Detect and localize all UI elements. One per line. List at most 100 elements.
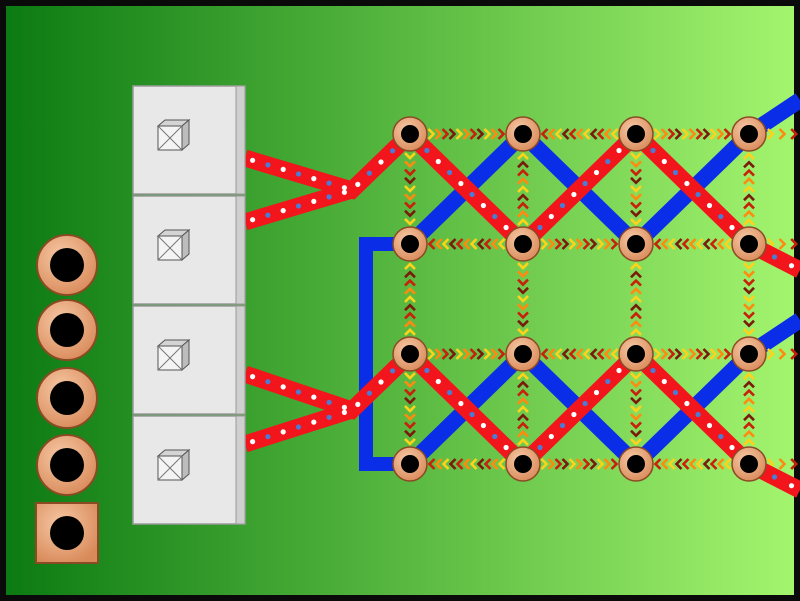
chevron-mark (517, 278, 529, 287)
chevron-mark (483, 458, 492, 470)
grid-pad (731, 336, 767, 372)
chevron-mark (743, 185, 755, 193)
chevron-mark (404, 413, 416, 422)
chevron-mark (404, 372, 416, 380)
chevron-run-h (653, 128, 732, 140)
grid-pad (392, 446, 428, 482)
via-dot (788, 263, 795, 269)
round-pad-icon (36, 299, 98, 361)
via-dot (447, 389, 453, 396)
chevron-mark (630, 217, 642, 226)
chevron-mark (695, 238, 704, 250)
via-dot (250, 374, 256, 380)
chevron-mark (490, 128, 499, 140)
chevron-mark (561, 348, 570, 360)
chevron-mark (743, 286, 755, 295)
via-dot (311, 198, 317, 204)
chevron-mark (660, 128, 669, 140)
chevron-mark (674, 238, 683, 250)
chevron-mark (404, 286, 416, 295)
chevron-mark (723, 128, 732, 140)
via-dot (311, 176, 317, 182)
via-dot (378, 159, 384, 165)
chevron-mark (455, 238, 464, 250)
chip-4 (132, 415, 246, 525)
chevron-mark (778, 128, 787, 140)
chevron-mark (404, 270, 416, 279)
chip-column (132, 85, 246, 525)
chip-edge-shade (235, 305, 246, 415)
chip-edge-shade (235, 85, 246, 195)
chevron-mark (603, 128, 612, 140)
via-dot (355, 401, 361, 407)
via-dot (616, 147, 622, 154)
pad-hole (401, 235, 419, 253)
pad-hole (740, 345, 758, 363)
via-dot (295, 389, 302, 395)
grid-pad (505, 116, 541, 152)
chevron-mark (743, 303, 755, 312)
chevron-mark (404, 209, 416, 218)
via-dot (265, 212, 271, 218)
chevron-run-v (404, 262, 416, 336)
chevron-mark (547, 348, 556, 360)
chevron-mark (778, 238, 787, 250)
grid-pad (618, 226, 654, 262)
chevron-run-v (404, 152, 416, 226)
chevron-mark (743, 327, 755, 336)
cube-side (181, 228, 190, 262)
chevron-mark (404, 311, 416, 320)
connector-pins (35, 234, 99, 564)
chevron-mark (490, 348, 499, 360)
via-dot (469, 411, 475, 418)
chevron-run-v (404, 372, 416, 446)
via-dot (492, 433, 498, 440)
via-dot (480, 422, 486, 429)
pad-hole (514, 345, 532, 363)
chevron-mark (589, 238, 598, 250)
chevron-mark (743, 380, 755, 389)
chevron-mark (434, 348, 443, 360)
chevron-mark (716, 458, 725, 470)
chevron-mark (427, 458, 436, 470)
chevron-mark (554, 238, 563, 250)
cube-side (181, 448, 190, 482)
chevron-mark (630, 209, 642, 218)
chevron-mark (716, 128, 725, 140)
chevron-mark (404, 295, 416, 303)
chevron-mark (681, 348, 690, 360)
via-dot (424, 367, 430, 374)
chevron-mark (483, 128, 492, 140)
chevron-mark (667, 128, 676, 140)
via-dot (341, 404, 347, 410)
chevron-mark (653, 238, 662, 250)
chevron-mark (630, 168, 642, 177)
chevron-mark (517, 152, 529, 161)
chevron-mark (476, 128, 485, 140)
chevron-mark (568, 128, 577, 140)
chip-2 (132, 195, 246, 305)
chevron-mark (441, 348, 450, 360)
chevron-mark (630, 311, 642, 320)
chevron-mark (568, 458, 577, 470)
chevron-mark (653, 128, 662, 140)
chevron-mark (554, 348, 563, 360)
chevron-mark (709, 238, 718, 250)
chevron-mark (630, 278, 642, 287)
chevron-mark (540, 128, 549, 140)
chevron-mark (743, 372, 755, 381)
chevron-mark (688, 458, 697, 470)
chevron-mark (517, 168, 529, 177)
chevron-mark (681, 238, 690, 250)
chip-3 (132, 305, 246, 415)
chevron-mark (743, 168, 755, 177)
chevron-mark (603, 238, 612, 250)
chevron-mark (743, 319, 755, 328)
chevron-mark (404, 185, 416, 193)
chevron-mark (540, 458, 549, 470)
cube-cross (157, 235, 183, 261)
chevron-mark (404, 380, 416, 389)
chevron-run-v (743, 152, 755, 226)
chevron-run-h (540, 458, 619, 470)
pin-hole (50, 313, 84, 347)
